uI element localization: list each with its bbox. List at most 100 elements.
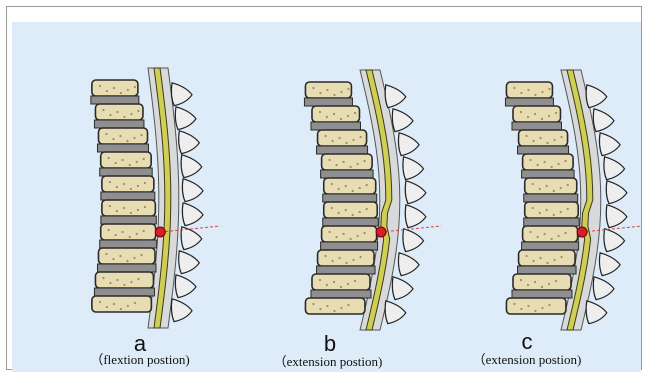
bone-texture [326,284,328,286]
posterior-element [392,109,413,132]
bone-texture [345,209,347,211]
bone-texture [340,307,342,309]
posterior-element [586,301,607,324]
bone-texture [120,92,122,94]
bone-texture [553,190,555,192]
bone-texture [520,92,522,94]
bone-texture [333,94,335,96]
bone-texture [137,209,139,211]
bone-texture [354,280,356,282]
bone-texture [364,232,366,234]
bone-texture [109,114,111,116]
bone-texture [102,109,104,111]
bone-texture [357,235,359,237]
bone-texture [359,211,361,213]
bone-texture [347,304,349,306]
bone-texture [331,207,333,209]
bone-texture [338,257,340,259]
bone-texture [134,302,136,304]
intervertebral-disc [101,192,155,200]
vertebral-body [324,178,376,194]
bone-texture [129,236,131,238]
bone-texture [108,157,110,159]
bone-texture [326,305,328,307]
bone-texture [532,207,534,209]
bone-texture [354,112,356,114]
posterior-element [385,85,406,108]
panel-b-caption: （extension postion) [274,355,383,368]
posterior-element [593,109,614,132]
bone-texture [319,308,321,310]
bone-texture [567,184,569,186]
bone-texture [560,256,562,258]
bone-texture [116,279,118,281]
bone-texture [129,164,131,166]
bone-texture [137,185,139,187]
bone-texture [331,140,333,142]
posterior-element [599,133,620,156]
intervertebral-disc [317,266,376,274]
compression-marker [376,227,386,237]
posterior-element [604,229,625,252]
vertebral-body [519,130,568,146]
bone-texture [527,305,529,307]
posterior-element [171,83,192,106]
bone-texture [530,231,532,233]
bone-texture [546,209,548,211]
vertebral-body [513,106,561,122]
intervertebral-disc [97,264,156,272]
vertebral-body [98,128,147,144]
bone-texture [555,112,557,114]
intervertebral-disc [323,218,379,226]
bone-texture [102,277,104,279]
bone-texture [539,212,541,214]
bone-texture [364,160,366,162]
bone-texture [326,116,328,118]
bone-texture [127,305,129,307]
bone-texture [319,92,321,94]
bone-texture [541,286,543,288]
bone-texture [319,111,321,113]
bone-texture [133,257,135,259]
posterior-element [181,155,202,178]
bone-texture [326,89,328,91]
bone-texture [130,113,132,115]
posterior-element [181,227,202,250]
bone-texture [532,140,534,142]
bone-texture [548,88,550,90]
bone-texture [532,260,534,262]
bone-texture [340,286,342,288]
posterior-element [182,179,203,202]
bone-texture [143,230,145,232]
bone-texture [336,164,338,166]
bone-texture [553,139,555,141]
bone-texture [130,188,132,190]
bone-texture [560,187,562,189]
intervertebral-disc [304,98,352,106]
bone-texture [312,87,314,89]
spine-illustration-b [304,70,441,330]
bone-texture [106,306,108,308]
bone-texture [345,142,347,144]
bone-texture [345,262,347,264]
bone-texture [115,234,117,236]
intervertebral-disc [311,122,361,130]
panel-c-letter: c [522,331,533,353]
bone-texture [525,255,527,257]
bone-texture [340,118,342,120]
bone-texture [347,88,349,90]
posterior-element [179,251,200,274]
bone-texture [548,115,550,117]
bone-texture [347,115,349,117]
bone-texture [331,183,333,185]
bone-texture [539,137,541,139]
bone-texture [329,159,331,161]
bone-texture [555,280,557,282]
bone-texture [119,255,121,257]
compression-marker [577,227,587,237]
bone-texture [548,283,550,285]
bone-texture [541,118,543,120]
bone-texture [140,134,142,136]
bone-texture [105,133,107,135]
